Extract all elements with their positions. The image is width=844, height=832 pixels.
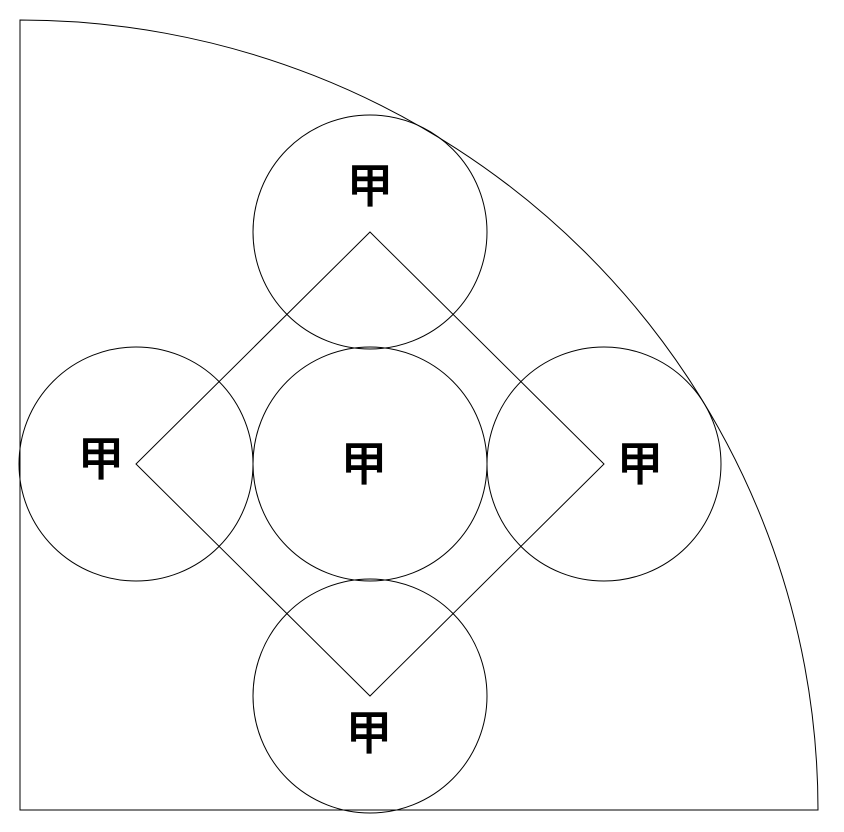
label-center: 甲 [341, 437, 387, 491]
circle-center: 甲 [252, 346, 488, 582]
circle-top-outline [252, 114, 488, 350]
circle-left: 甲 [18, 346, 254, 582]
label-left: 甲 [78, 432, 124, 486]
label-top: 甲 [347, 159, 393, 213]
diamond-square [135, 231, 605, 697]
circle-bottom: 甲 [252, 578, 488, 814]
circle-bottom-outline [252, 578, 488, 814]
label-bottom: 甲 [346, 706, 392, 760]
circle-top: 甲 [252, 114, 488, 350]
circle-right: 甲 [486, 346, 722, 582]
quarter-circle-outline [19, 19, 819, 811]
circle-right-outline [486, 346, 722, 582]
label-right: 甲 [617, 437, 663, 491]
